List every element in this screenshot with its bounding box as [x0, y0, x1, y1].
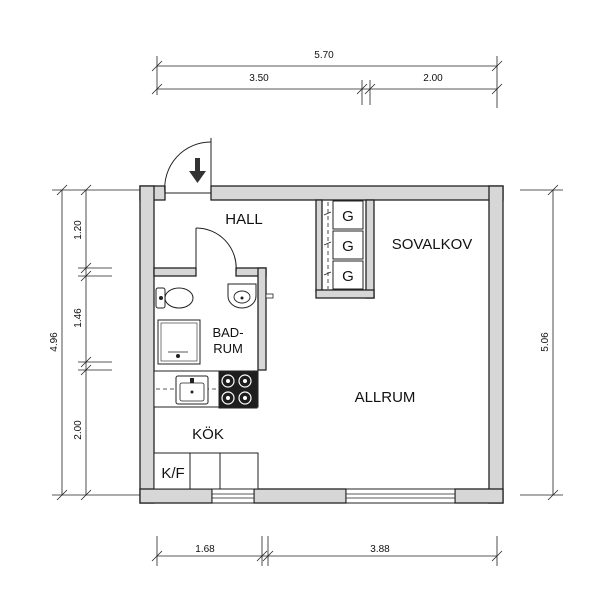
room-label-bathroom-2: RUM — [213, 341, 243, 356]
fridge-freezer-label: K/F — [161, 465, 184, 482]
room-label-kitchen: KÖK — [192, 425, 224, 443]
wardrobe-unit — [332, 230, 364, 260]
room-label-sovalkov: SOVALKOV — [392, 236, 473, 253]
kitchen-sink — [175, 375, 209, 405]
dim-right-total: 5.06 — [540, 332, 551, 352]
shower — [157, 319, 201, 365]
dim-left-middle: 1.46 — [73, 308, 84, 328]
room-label-bathroom-1: BAD- — [212, 325, 243, 340]
bathroom-door — [195, 227, 237, 273]
stove — [218, 371, 258, 409]
wardrobe-label: G — [342, 238, 354, 255]
dim-top-right: 2.00 — [423, 73, 443, 84]
dim-left-top: 1.20 — [73, 220, 84, 240]
washbasin — [227, 283, 257, 309]
wardrobe-group — [323, 200, 364, 290]
room-label-hall: HALL — [225, 211, 263, 228]
wardrobe-unit — [332, 260, 364, 290]
wardrobe-label: G — [342, 268, 354, 285]
wardrobe-unit — [332, 200, 364, 230]
entrance-door — [164, 138, 212, 194]
dimension-lines — [52, 56, 563, 566]
dim-left-bottom: 2.00 — [73, 420, 84, 440]
dim-bottom-left: 1.68 — [195, 544, 215, 555]
dim-top-total: 5.70 — [314, 50, 334, 61]
dim-left-total: 4.96 — [49, 332, 60, 352]
fridge-freezer — [153, 452, 259, 490]
toilet — [155, 287, 194, 309]
window-kitchen — [211, 488, 255, 504]
bathroom-fixture — [265, 293, 274, 299]
wardrobe-label: G — [342, 208, 354, 225]
entry-arrow-icon — [189, 158, 206, 183]
room-label-allrum: ALLRUM — [355, 389, 416, 406]
dim-bottom-right: 3.88 — [370, 544, 390, 555]
window-living — [345, 488, 456, 504]
dim-top-left: 3.50 — [249, 73, 269, 84]
